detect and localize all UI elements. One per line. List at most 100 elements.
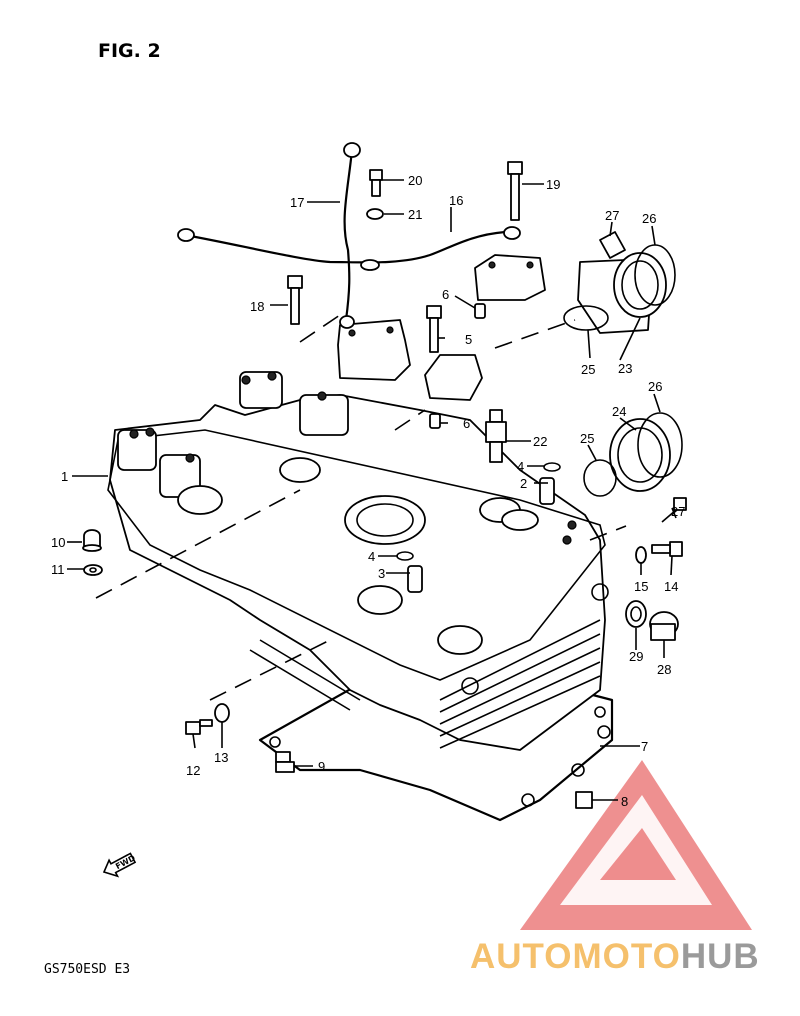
- cooling-fins-left: [249, 639, 361, 711]
- cam-saddle: [437, 625, 483, 655]
- cam-saddle: [357, 585, 403, 615]
- spark-plug-body: [485, 421, 507, 443]
- plug-well-inner: [356, 503, 414, 537]
- bolt-head: [317, 391, 327, 401]
- callout-12: 12: [186, 763, 200, 778]
- leader-lines: [67, 179, 677, 801]
- banjo-fitting-top: [343, 142, 361, 158]
- callout-6: 6: [442, 287, 449, 302]
- cam-cap-hole: [348, 329, 356, 337]
- cylinder-head: [107, 371, 614, 822]
- gasket-hole: [269, 736, 281, 748]
- callout-11: 11: [51, 562, 65, 577]
- cam-cap-right: [474, 254, 546, 301]
- cam-saddle: [177, 485, 223, 515]
- fasteners-top: [287, 161, 561, 593]
- bolt-18-shank: [290, 287, 300, 325]
- callout-20: 20: [408, 173, 422, 188]
- washer-11: [83, 564, 103, 576]
- callout-2: 2: [520, 476, 527, 491]
- callout-23: 23: [618, 361, 632, 376]
- bolt-20-head: [369, 169, 383, 181]
- fitting-3: [407, 565, 423, 593]
- bolt-head: [267, 371, 277, 381]
- banjo-fitting: [503, 226, 521, 240]
- callout-3: 3: [378, 566, 385, 581]
- bolt-head: [241, 375, 251, 385]
- bolt-12-head: [185, 721, 201, 735]
- callout-16: 16: [449, 193, 463, 208]
- spark-plug-terminal: [489, 409, 503, 423]
- callout-4: 4: [368, 549, 375, 564]
- gasket-29-hole: [630, 606, 642, 622]
- callout-17: 17: [290, 195, 304, 210]
- cap-nut-10: [83, 529, 101, 547]
- callout-18: 18: [250, 299, 264, 314]
- cam-saddle: [501, 509, 539, 531]
- callout-19: 19: [546, 177, 560, 192]
- screw-27-lower-head: [673, 497, 687, 511]
- banjo-fitting-bottom: [339, 315, 355, 329]
- watermark-suffix: HUB: [681, 937, 760, 976]
- intake-pipe-upper-bore: [621, 260, 659, 310]
- callout-4: 4: [517, 459, 524, 474]
- bolt-head: [567, 520, 577, 530]
- cam-journal: [299, 394, 349, 436]
- oil-pipe-clip: [360, 259, 380, 271]
- bolt-head: [145, 427, 155, 437]
- callout-22: 22: [533, 434, 547, 449]
- callout-27: 27: [605, 208, 619, 223]
- callouts: 1 2 3 4 4 5 6 6 7 8 9 10 11 12 13 14 15 …: [51, 173, 685, 809]
- dowel-6: [474, 303, 486, 319]
- bolt-12-shank: [199, 719, 213, 727]
- oil-pipe-riser: [343, 149, 354, 321]
- plug-well: [279, 457, 321, 483]
- bolt-9-shank: [275, 751, 291, 763]
- bolt-19-shank: [510, 173, 520, 221]
- callout-7: 7: [641, 739, 648, 754]
- cam-cap-center: [424, 354, 483, 401]
- bolt-head: [185, 453, 195, 463]
- bolt-19-head: [507, 161, 523, 175]
- callout-25: 25: [580, 431, 594, 446]
- o-ring-25-upper: [563, 305, 609, 331]
- callout-10: 10: [51, 535, 65, 550]
- intake-pipe-lower: [609, 418, 671, 492]
- callout-15: 15: [634, 579, 648, 594]
- model-code: GS750ESD E3: [44, 962, 131, 977]
- callout-8: 8: [621, 794, 628, 809]
- screw-27-upper: [599, 231, 626, 259]
- o-ring-4: [543, 462, 561, 472]
- washer-13: [214, 703, 230, 723]
- cam-cap-left: [337, 319, 411, 381]
- plug-28-body: [650, 623, 676, 641]
- banjo-fitting: [177, 228, 195, 242]
- cam-journal: [117, 429, 157, 471]
- callout-9: 9: [318, 759, 325, 774]
- gasket-hole: [521, 793, 535, 807]
- bolt-head: [129, 429, 139, 439]
- cam-cap-hole: [526, 261, 534, 269]
- bolt-5-shank: [429, 317, 439, 353]
- bolt-5-head: [426, 305, 442, 319]
- spark-plug-thread: [489, 441, 503, 463]
- o-ring-25-lower: [583, 459, 617, 497]
- callout-24: 24: [612, 404, 626, 419]
- gasket-hole: [571, 763, 585, 777]
- callout-21: 21: [408, 207, 422, 222]
- gasket-hole: [597, 725, 611, 739]
- head-block: [109, 394, 606, 751]
- watermark-prefix: AUTOMOTO: [470, 937, 681, 976]
- cap-nut-10-base: [82, 544, 102, 552]
- oil-pipe-tube: [184, 230, 506, 264]
- bolt-head: [562, 535, 572, 545]
- intake-pipe-lower-bore: [617, 427, 663, 483]
- figure-title: FIG. 2: [98, 40, 161, 62]
- fitting-2: [539, 477, 555, 505]
- cooling-fins: [439, 619, 601, 749]
- callout-6: 6: [463, 416, 470, 431]
- callout-5: 5: [465, 332, 472, 347]
- callout-29: 29: [629, 649, 643, 664]
- bolt-18-head: [287, 275, 303, 289]
